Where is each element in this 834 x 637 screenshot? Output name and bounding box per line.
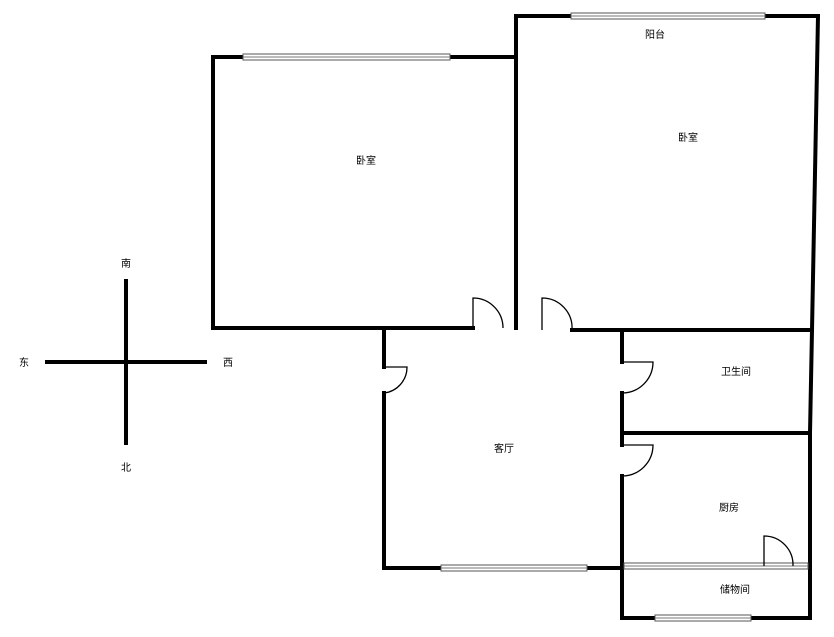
room-label-living-room: 客厅	[494, 442, 514, 455]
door-kitchen	[621, 444, 654, 477]
door-left-bedroom	[472, 297, 504, 329]
room-label-bedroom-left: 卧室	[356, 154, 376, 167]
compass-east-label: 东	[19, 356, 29, 369]
room-label-bathroom: 卫生间	[721, 365, 751, 378]
room-label-balcony: 阳台	[645, 28, 665, 41]
door-living-entry	[383, 366, 408, 394]
room-label-storage: 储物间	[720, 583, 750, 596]
room-labels: 阳台 卧室 卧室 卫生间 客厅 厨房 储物间	[356, 28, 751, 596]
window-storage	[654, 614, 752, 622]
window-kitchen-storage-divider	[623, 562, 809, 570]
windows	[242, 12, 809, 622]
wall-left-bedroom	[211, 55, 518, 330]
wall-bathroom	[620, 327, 815, 436]
window-living-room	[440, 564, 588, 572]
door-storage-balcony	[763, 535, 794, 567]
doors	[383, 297, 794, 567]
walls	[211, 14, 821, 620]
compass-west-label: 西	[223, 358, 233, 369]
wall-right-bedroom	[514, 14, 821, 333]
window-left-bedroom	[242, 53, 451, 61]
compass-north-label: 北	[121, 462, 131, 474]
wall-kitchen	[620, 431, 812, 620]
room-label-bedroom-right: 卧室	[678, 131, 698, 144]
compass: 南 北 东 西	[19, 257, 233, 474]
door-bathroom	[621, 361, 654, 394]
window-balcony	[570, 12, 766, 20]
door-right-bedroom	[541, 297, 573, 331]
room-label-kitchen: 厨房	[719, 501, 739, 514]
compass-south-label: 南	[121, 257, 131, 270]
